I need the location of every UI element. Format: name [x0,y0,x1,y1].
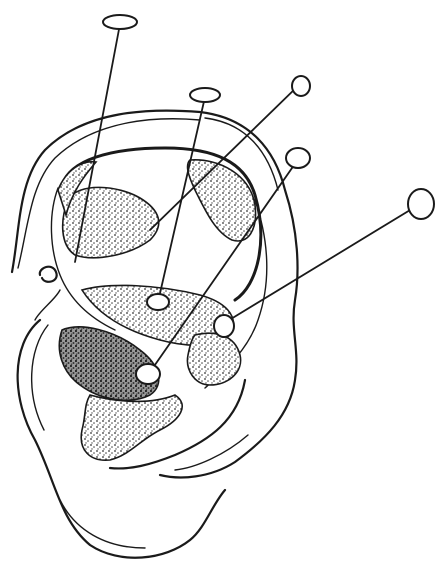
needle-head-icon [103,15,434,219]
